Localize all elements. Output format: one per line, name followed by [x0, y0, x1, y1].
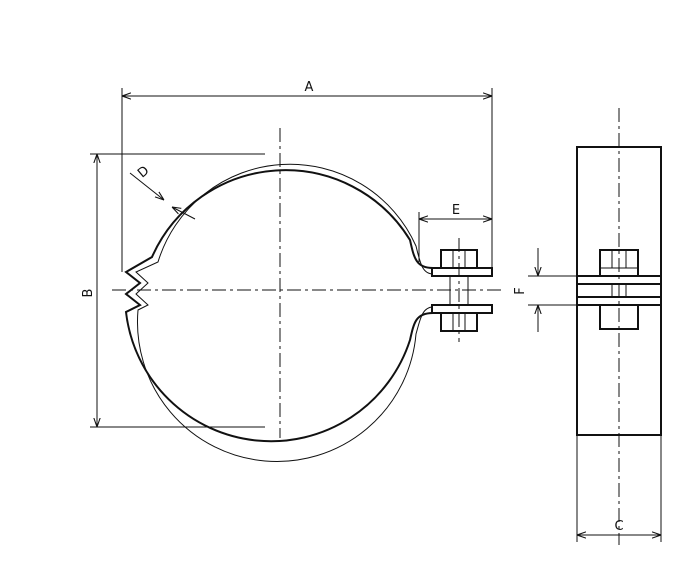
- dimension-b-label: B: [81, 289, 96, 298]
- dimension-e: [418, 212, 492, 262]
- front-view: [112, 128, 505, 462]
- dimension-d: [129, 172, 196, 220]
- side-view: [576, 108, 662, 545]
- dimension-f-label: F: [513, 287, 528, 294]
- upper-flange: [431, 267, 493, 277]
- lower-flange: [431, 304, 493, 314]
- dimension-c: [576, 435, 662, 542]
- clamp-band-inner: [135, 163, 434, 462]
- dimension-a: [121, 88, 493, 272]
- dimension-a-label: A: [305, 80, 314, 95]
- clamp-band-outer: [124, 169, 434, 443]
- dimension-f: [528, 248, 577, 332]
- dimension-c-label: C: [614, 519, 623, 534]
- dimension-b: [90, 153, 265, 428]
- dimension-e-label: E: [452, 203, 460, 218]
